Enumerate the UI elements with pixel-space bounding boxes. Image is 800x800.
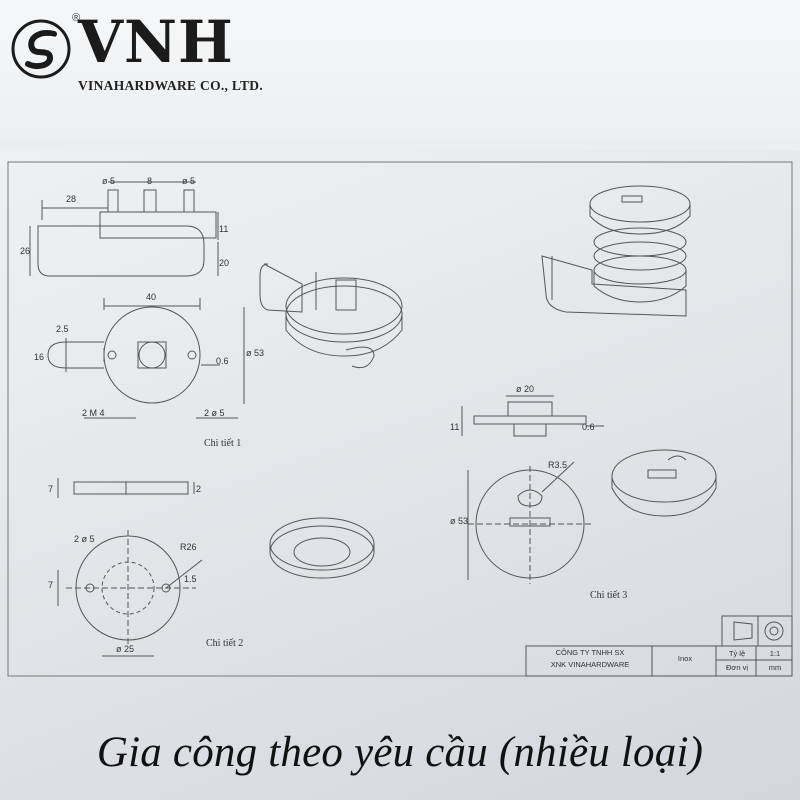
dim-two-d5-a: 2 ø 5	[204, 408, 225, 418]
drawing-border	[7, 161, 793, 677]
dim-d5-left: ø 5	[102, 176, 116, 186]
title-scale-value: 1:1	[769, 649, 781, 658]
caption: Gia công theo yêu cầu (nhiều loại)	[96, 729, 704, 776]
dim-zero-six-b: 0.6	[582, 422, 595, 432]
dim-eight: 8	[147, 176, 153, 186]
title-company-line1: CÔNG TY TNHH SX	[555, 648, 625, 657]
dim-seven-a: 7	[48, 484, 54, 494]
header-band	[0, 0, 800, 150]
dim-zero-six-a: 0.6	[216, 356, 229, 366]
registered-mark: ®	[72, 12, 81, 24]
dim-twenty-six: 26	[20, 246, 31, 256]
dim-seven-b: 7	[48, 580, 54, 590]
title-company-line2: XNK VINAHARDWARE	[550, 660, 630, 669]
brand-name: VNH	[78, 8, 234, 76]
detail1-label: Chi tiết 1	[204, 438, 242, 449]
detail3-side-view	[461, 395, 604, 437]
title-block	[525, 615, 793, 677]
dim-eleven-b: 11	[450, 422, 460, 432]
detail2-3d-view	[269, 517, 375, 579]
detail1-top-view	[47, 298, 245, 419]
dim-two-a: 2	[196, 484, 202, 494]
dim-r3-5: R3.5	[548, 460, 568, 470]
dim-two-d5-b: 2 ø 5	[74, 534, 95, 544]
detail1-3d-view	[259, 263, 403, 369]
detail3-front-view	[467, 461, 592, 584]
detail1-side-view	[29, 181, 219, 277]
dim-eleven-top: 11	[219, 224, 229, 234]
detail3-cap-3d-view	[611, 449, 717, 517]
title-unit-label: Đơn vị	[725, 663, 748, 672]
dim-twenty-eight: 28	[66, 194, 77, 204]
dim-d5-right: ø 5	[182, 176, 196, 186]
dim-r26: R26	[180, 542, 197, 552]
detail2-side-view	[57, 478, 195, 498]
title-material: Inox	[677, 654, 693, 663]
dim-d53-a: ø 53	[246, 348, 265, 358]
drawing-lines	[7, 161, 793, 677]
detail3-3d-view	[541, 185, 691, 317]
title-scale-label: Tỷ lệ	[728, 649, 746, 658]
detail2-front-view	[57, 530, 203, 657]
detail3-label: Chi tiết 3	[590, 590, 628, 601]
logo-emblem-icon	[11, 19, 71, 79]
dim-one-five: 1.5	[184, 574, 197, 584]
dim-forty: 40	[146, 292, 157, 302]
dim-sixteen: 16	[34, 352, 45, 362]
dim-d20: ø 20	[516, 384, 535, 394]
technical-drawing: ø 5 8 ø 5 28 11 20 26 40 2.5 16 0.6 ø 53…	[6, 160, 794, 678]
dim-d25: ø 25	[116, 644, 135, 654]
company-logo: ® VNH VINAHARDWARE CO., LTD.	[10, 10, 310, 100]
title-unit-value: mm	[768, 663, 782, 672]
dim-two-five: 2.5	[56, 324, 69, 334]
company-name: VINAHARDWARE CO., LTD.	[78, 78, 264, 93]
dim-two-m4: 2 M 4	[82, 408, 105, 418]
detail2-label: Chi tiết 2	[206, 638, 244, 649]
dim-twenty: 20	[219, 258, 230, 268]
dim-d53-b: ø 53	[450, 516, 469, 526]
